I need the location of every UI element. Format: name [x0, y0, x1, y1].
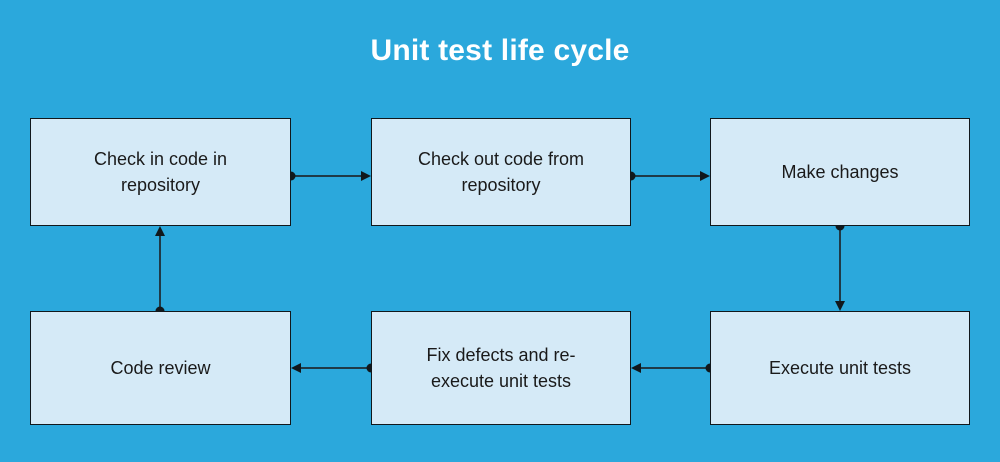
node-code-review[interactable]: Code review	[30, 311, 291, 425]
arrowhead-icon	[835, 301, 845, 311]
arrowhead-icon	[291, 363, 301, 373]
edge-fix-to-review	[291, 363, 376, 373]
node-label: Code review	[110, 358, 211, 378]
node-label: Check in code in repository	[93, 149, 228, 195]
arrowhead-icon	[361, 171, 371, 181]
arrowhead-icon	[155, 226, 165, 236]
node-label: Fix defects and re- execute unit tests	[426, 345, 576, 391]
node-label: Execute unit tests	[768, 358, 912, 378]
node-fix-defects[interactable]: Fix defects and re- execute unit tests	[371, 311, 631, 425]
node-execute-unit-tests[interactable]: Execute unit tests	[710, 311, 970, 425]
node-check-in-code[interactable]: Check in code in repository	[30, 118, 291, 226]
arrowhead-icon	[631, 363, 641, 373]
node-label: Make changes	[781, 162, 899, 182]
arrowhead-icon	[700, 171, 710, 181]
diagram-title: Unit test life cycle	[370, 34, 630, 67]
node-check-out-code[interactable]: Check out code from repository	[371, 118, 631, 226]
edge-execute-to-fix	[631, 363, 715, 373]
node-make-changes[interactable]: Make changes	[710, 118, 970, 226]
node-label: Check out code from repository	[417, 149, 585, 195]
edge-changes-to-execute	[835, 221, 845, 311]
edge-checkout-to-changes	[626, 171, 710, 181]
edge-review-to-checkin	[155, 226, 165, 316]
edge-checkin-to-checkout	[286, 171, 371, 181]
